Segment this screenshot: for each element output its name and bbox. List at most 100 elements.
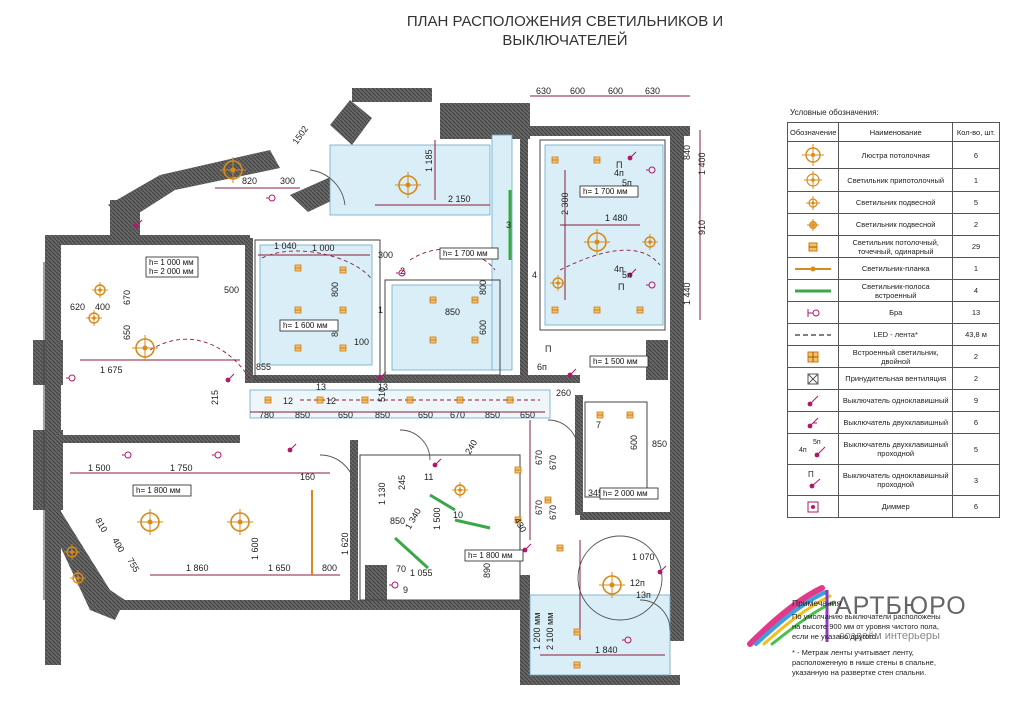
forced-ventilation-icon: [807, 373, 819, 384]
dim-text: 215: [210, 390, 220, 405]
spotlight-icon: [429, 336, 437, 344]
plan-title-line-2: ВЫКЛЮЧАТЕЛЕЙ: [502, 32, 628, 49]
spotlight-icon: [429, 296, 437, 304]
zone-kitchen: [259, 244, 373, 366]
mark-label: 4п: [614, 168, 624, 178]
mark-label: 5п: [622, 178, 632, 188]
window-pier-2: [33, 430, 63, 510]
legend-name: Светильник потолочный, точечный, одинарн…: [838, 235, 953, 258]
outline-dining: [384, 279, 501, 376]
legend-row: Диммер 6: [786, 495, 1000, 518]
legend-row: Бра 13: [786, 301, 1000, 324]
dim-text: 650: [338, 410, 353, 420]
legend-qty: 2: [952, 213, 1000, 236]
dim-text: 855: [256, 362, 271, 372]
dimension-texts: 820 300 1502 1 185 2 150 2 300 1 480 1 0…: [70, 124, 667, 655]
legend-row: LED - лента* 43,8 м: [786, 323, 1000, 346]
chandelier-icon: [136, 508, 164, 536]
light-bar-icon: [795, 266, 832, 271]
legend-qty: 43,8 м: [952, 323, 1000, 346]
spotlight-icon: [316, 396, 324, 404]
dim-text: 1 500: [88, 463, 111, 473]
spotlight-icon: [339, 344, 347, 352]
legend-header-row: Обозначение Наименование Кол-во, шт.: [786, 122, 1000, 142]
spotlight-icon: [596, 411, 604, 419]
height-labels: h= 1 000 мм h= 2 000 мм h= 1 700 мм h= 1…: [132, 185, 659, 562]
dim-text: 620: [70, 302, 85, 312]
dim-text: 240: [463, 438, 479, 456]
dim-text: 850: [375, 410, 390, 420]
single-switch-icon: [522, 543, 532, 553]
spotlight-icon: [573, 628, 581, 636]
mark-label: 7: [596, 420, 601, 430]
height-label: h= 1 600 мм: [283, 321, 328, 330]
zone-corridor: [249, 389, 551, 419]
door-wc: [547, 419, 579, 451]
zone-dining: [391, 284, 498, 371]
dim-text: 600: [478, 320, 488, 335]
legend-name: LED - лента*: [838, 323, 953, 346]
dim-right-2: 1 400: [697, 152, 707, 175]
dim-text: 670: [450, 410, 465, 420]
dim-text: 1 500: [432, 507, 442, 530]
mark-label: 12: [326, 396, 336, 406]
legend-name: Выключатель одноклавишный: [838, 389, 953, 412]
double-recessed-icon: [807, 351, 819, 362]
wall-south: [110, 600, 520, 610]
mark-label: 9: [403, 585, 408, 595]
legend-row: Светильник подвесной 2: [786, 213, 1000, 236]
height-label: h= 1 700 мм: [443, 249, 488, 258]
dim-text: 800: [478, 280, 488, 295]
legend-name: Светильник подвесной: [838, 191, 953, 214]
outline-kitchen: [254, 239, 381, 381]
dim-text: 2 100 мм: [545, 613, 555, 650]
spotlight-icon: [339, 266, 347, 274]
mark-label: 13: [316, 382, 326, 392]
chandelier-icon: [598, 571, 626, 599]
mark-label: 1: [378, 305, 383, 315]
plan-marks: 13 12 13 12 13п 12п 4п 5п 4п 5п 6п 7 9 7…: [283, 160, 651, 600]
window-pier-1: [33, 340, 63, 385]
legend-name: Встроенный светильник, двойной: [838, 345, 953, 368]
notes-line: * - Метраж ленты учитывает ленту,: [792, 648, 914, 657]
dimension-lines: [70, 95, 701, 656]
legend-row: Выключатель двухклавишный 6: [786, 411, 1000, 434]
zone-bedroom: [544, 144, 664, 326]
dim-text: 1 480: [605, 213, 628, 223]
wall-living-east: [245, 238, 253, 378]
mark-label: 13п: [636, 590, 651, 600]
legend-qty: 6: [952, 141, 1000, 169]
mark-label: 12: [283, 396, 293, 406]
dim-text: 345: [588, 488, 603, 498]
pendant-light-icon: [91, 281, 109, 299]
legend-col-symbol: Обозначение: [786, 122, 840, 142]
wall-wc-west: [575, 395, 583, 515]
pendant-light-icon: [451, 481, 469, 499]
floor-plan: 630 600 600 630 840 1 400 910 1 440 820 …: [33, 86, 707, 685]
legend-row: Светильник потолочный, точечный, одинарн…: [786, 235, 1000, 258]
door-swings: [309, 169, 671, 631]
legend-qty: 5: [952, 191, 1000, 214]
dim-text: 780: [259, 410, 274, 420]
walls: [33, 88, 690, 685]
wall-north: [440, 126, 690, 136]
mark-label: П: [545, 344, 551, 354]
dim-top-4: 630: [645, 86, 660, 96]
dim-text: 650: [520, 410, 535, 420]
ceiling-light-icon: [804, 171, 823, 189]
legend-name: Диммер: [838, 495, 953, 518]
spotlight-icon: [626, 411, 634, 419]
legend-table: Обозначение Наименование Кол-во, шт. Люс…: [786, 122, 1000, 518]
dim-text: 600: [629, 435, 639, 450]
mark-label: 70: [396, 564, 406, 574]
legend-qty: 3: [952, 464, 1000, 496]
dim-text: 1 200 мм: [532, 613, 542, 650]
wall-wc-south: [580, 512, 670, 520]
wall-sconce-icon: [388, 581, 399, 589]
mark-label: 4п: [614, 264, 624, 274]
height-label: h= 2 000 мм: [603, 489, 648, 498]
spotlight-icon: [593, 306, 601, 314]
legend-qty: 13: [952, 301, 1000, 324]
notes-line: на высоте 900 мм от уровня чистого пола,: [792, 622, 939, 631]
